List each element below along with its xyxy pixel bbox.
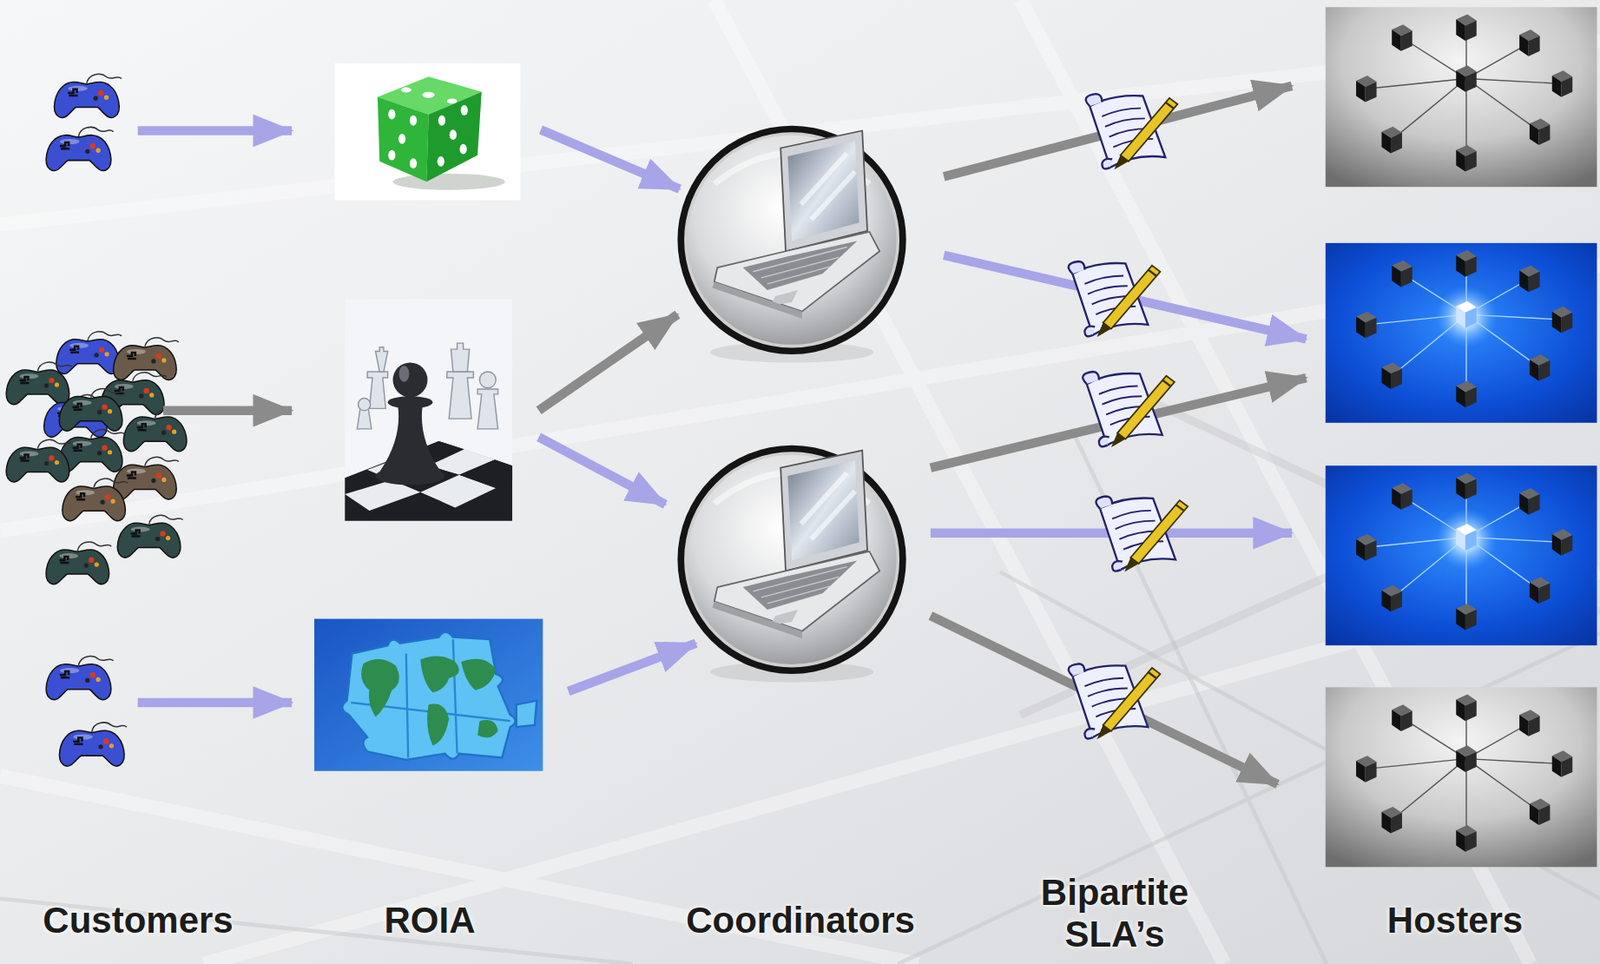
column-label: ROIA <box>384 899 476 942</box>
roia-chess-part-part <box>479 371 496 389</box>
roia-world-puzzle-part <box>361 658 400 717</box>
hoster-network <box>1325 465 1598 646</box>
roia-world-puzzle-part <box>427 703 449 745</box>
flow-arrows-part <box>163 405 292 415</box>
roia-chess-part <box>356 342 498 429</box>
roia-chess-part-part <box>393 362 428 397</box>
roia-dice-part <box>426 92 481 182</box>
roia-world-puzzle-part <box>516 700 538 728</box>
roia-chess <box>344 299 513 521</box>
roia-chess-part <box>399 365 410 382</box>
coordinator-icon <box>677 125 906 363</box>
roia-dice-part-part <box>449 129 457 140</box>
roia-world-puzzle-part <box>350 638 510 758</box>
roia-dice-part-part <box>409 158 417 169</box>
roia-dice-part-part <box>398 133 406 145</box>
coordinator-icon <box>677 445 906 683</box>
gamepad-icon <box>117 514 183 558</box>
roia-dice-part <box>388 87 468 169</box>
roia-chess-part <box>344 299 513 521</box>
roia-chess-part-part <box>379 406 442 472</box>
gamepad-icon <box>6 362 72 405</box>
roia-chess-part <box>459 459 513 488</box>
gamepad-icon <box>46 656 113 700</box>
gamepad-icon <box>6 439 72 482</box>
roia-dice-part <box>377 97 429 183</box>
roia-dice-part-part <box>438 115 446 126</box>
gamepad-icon <box>113 456 179 500</box>
flow-arrows <box>138 85 1307 784</box>
flow-arrows-part <box>138 125 292 136</box>
roia-dice-part-part <box>460 105 468 116</box>
roia-world-puzzle-part <box>314 618 543 771</box>
flow-arrows-part <box>540 129 680 189</box>
roia-chess-part-part <box>477 388 499 429</box>
sla-documents <box>1068 93 1188 739</box>
roia-world-puzzle-part <box>460 658 496 691</box>
sla-icon <box>1068 261 1161 337</box>
column-label: Coordinators <box>685 899 916 942</box>
roia-dice-part-part <box>388 109 396 120</box>
flow-arrows-part <box>568 643 697 692</box>
coordinator-laptops <box>677 125 906 683</box>
roia-chess-part-part <box>447 371 475 419</box>
sla-icon <box>1086 93 1179 170</box>
sla-icon <box>1068 663 1161 739</box>
background-part <box>0 428 1600 964</box>
flow-arrows-part <box>138 697 292 708</box>
flow-arrows-part <box>539 314 679 411</box>
flow-arrows-part <box>539 436 666 505</box>
roia-world-puzzle-part <box>342 632 515 760</box>
gamepad-icon <box>56 331 122 375</box>
roia-chess-part-part <box>358 398 371 411</box>
roia-chess-part-part <box>375 466 446 485</box>
roia-dice-part-part <box>409 115 417 126</box>
gamepad-icon <box>46 126 113 171</box>
roia-dice-part-part <box>388 150 396 161</box>
roia-chess-part <box>375 362 446 485</box>
roia-dice-part <box>335 63 521 201</box>
roia-dice-part-part <box>447 98 458 104</box>
gamepad-icon <box>123 408 189 452</box>
roia-chess-part-part <box>356 408 371 429</box>
roia-world-puzzle-part <box>420 655 459 692</box>
column-label: Customers <box>42 899 233 942</box>
gamepad-icon <box>54 73 122 118</box>
roia-dice-part-part <box>422 92 435 99</box>
hoster-network <box>1325 243 1598 423</box>
column-label: Hosters <box>1387 899 1523 942</box>
column-label: Bipartite SLA’s <box>1010 871 1219 955</box>
hoster-network <box>1325 6 1598 187</box>
roia-dice-part-part <box>401 87 412 93</box>
roia-world-puzzle <box>314 618 543 771</box>
gamepad-icon <box>62 478 128 521</box>
customer-gamepads <box>6 73 189 766</box>
roia-chess-part-part <box>375 347 389 372</box>
gamepad-icon <box>46 541 112 585</box>
roia-chess-part-part <box>451 342 470 372</box>
roia-dice-part-part <box>460 144 468 155</box>
hoster-network <box>1325 686 1598 867</box>
sla-icon <box>1082 371 1175 448</box>
gamepad-icon <box>59 388 125 432</box>
flow-arrows-part <box>943 85 1292 178</box>
gamepad-icon <box>59 722 126 766</box>
flow-arrows-part <box>930 615 1278 784</box>
sla-icon <box>1096 495 1189 572</box>
roia-dice <box>335 63 521 201</box>
roia-world-puzzle-part <box>477 719 499 738</box>
hoster-networks <box>1325 6 1598 867</box>
roia-dice-part <box>393 173 506 191</box>
roia-dice-part-part <box>437 156 445 167</box>
gamepad-icon <box>113 337 179 381</box>
flow-arrows-part <box>943 255 1306 339</box>
